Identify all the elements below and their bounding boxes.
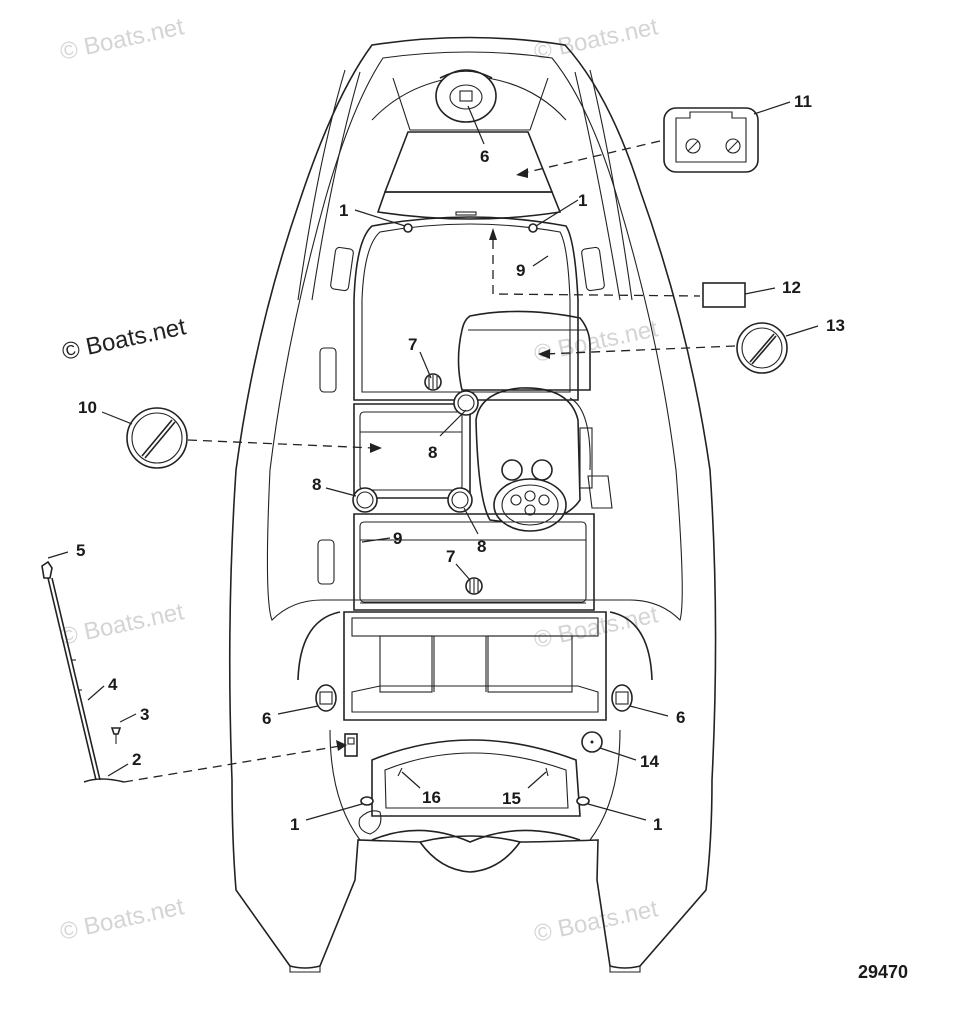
separate-parts <box>41 107 788 783</box>
watermark-top-left: © Boats.net <box>58 13 187 66</box>
callout-8-low: 8 <box>477 537 486 556</box>
callout-3: 3 <box>140 705 149 724</box>
callout-6-right: 6 <box>676 708 685 727</box>
watermark-right-mid: © Boats.net <box>532 315 661 368</box>
callout-5: 5 <box>76 541 85 560</box>
watermark-bottom-right: © Boats.net <box>532 895 661 948</box>
callout-10: 10 <box>78 398 97 417</box>
pad-eye-left-fwd <box>403 223 413 233</box>
boat-hull <box>228 36 717 973</box>
callout-12: 12 <box>782 278 801 297</box>
watermark-right-low: © Boats.net <box>532 601 661 654</box>
leader-lines <box>47 101 819 821</box>
grab-handle-left <box>315 684 337 712</box>
callout-1-right-fwd: 1 <box>578 191 587 210</box>
grab-handle-right <box>611 684 633 712</box>
pad-eye-right-fwd <box>528 223 538 233</box>
callout-6-bow: 6 <box>480 147 489 166</box>
callout-6-left: 6 <box>262 709 271 728</box>
callout-9-fwd: 9 <box>516 261 525 280</box>
figure-number: 29470 <box>858 962 908 982</box>
callout-4: 4 <box>108 675 118 694</box>
callout-9-aft: 9 <box>393 529 402 548</box>
callout-14: 14 <box>640 752 659 771</box>
callout-15: 15 <box>502 789 521 808</box>
callout-13: 13 <box>826 316 845 335</box>
watermark-left-low: © Boats.net <box>58 598 187 651</box>
deck-plate-13 <box>736 322 788 374</box>
watermark-bottom-left: © Boats.net <box>58 893 187 946</box>
label-plate-12 <box>702 282 746 308</box>
callouts: 6 11 1 1 9 12 13 7 10 8 8 8 9 5 7 4 3 6 … <box>76 92 845 834</box>
battery-switch-11 <box>663 107 759 173</box>
connector-lines <box>123 140 736 783</box>
callout-11: 11 <box>794 92 812 111</box>
callout-1-left-aft: 1 <box>290 815 299 834</box>
callout-8-left: 8 <box>312 475 321 494</box>
watermark-prominent: © Boats.net <box>60 313 189 366</box>
flag-pole-assembly <box>41 560 125 783</box>
callout-7-aft: 7 <box>446 547 455 566</box>
callout-7-fwd: 7 <box>408 335 417 354</box>
callout-16: 16 <box>422 788 441 807</box>
callout-2: 2 <box>132 750 141 769</box>
callout-8-mid: 8 <box>428 443 437 462</box>
watermarks: © Boats.net © Boats.net © Boats.net © Bo… <box>58 13 661 948</box>
callout-1-right-aft: 1 <box>653 815 662 834</box>
callout-1-left-fwd: 1 <box>339 201 348 220</box>
bow-deck-fitting <box>435 69 497 123</box>
deck-plate-10 <box>126 407 188 469</box>
